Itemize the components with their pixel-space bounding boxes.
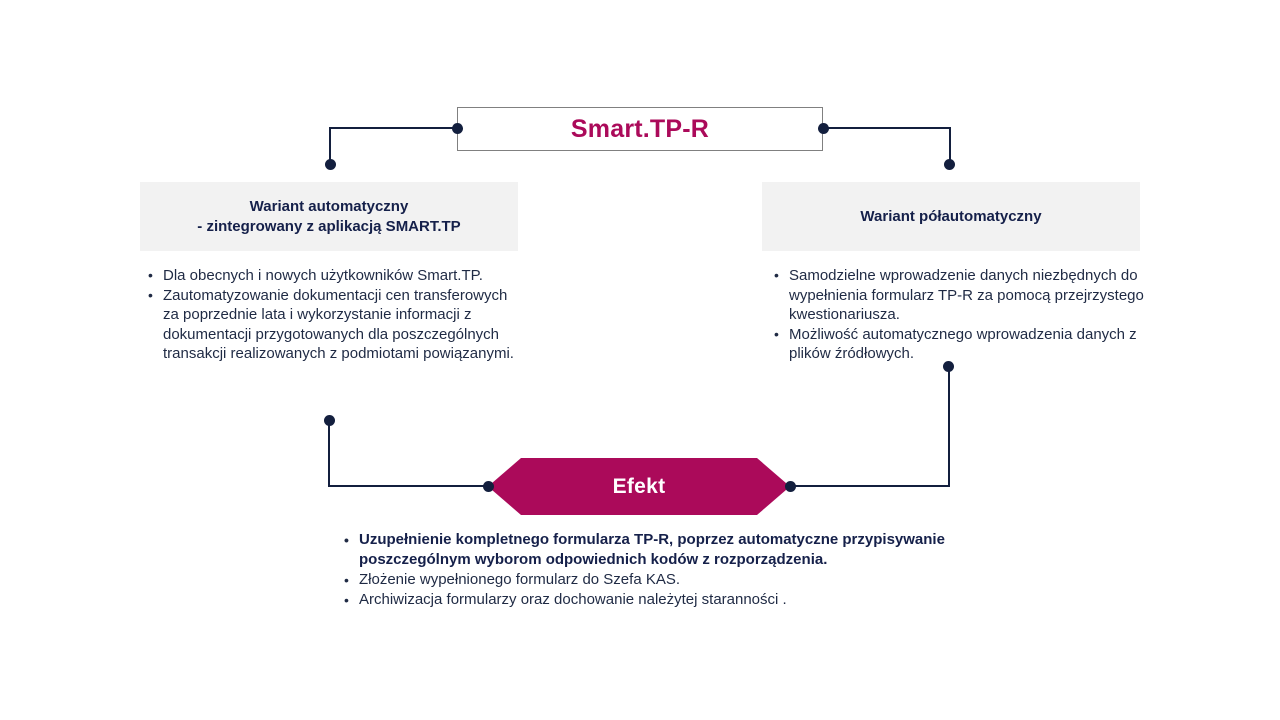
connector-top-right-vertical xyxy=(949,127,951,164)
list-item: Samodzielne wprowadzenie danych niezbędn… xyxy=(772,266,1144,325)
connector-dot xyxy=(324,415,335,426)
connector-top-left-horizontal xyxy=(330,127,458,129)
variant-automatic-bullet-list: Dla obecnych i nowych użytkowników Smart… xyxy=(146,266,518,364)
effect-label: Efekt xyxy=(612,474,666,498)
connector-top-right-horizontal xyxy=(823,127,951,129)
connector-bottom-right-horizontal xyxy=(790,485,950,487)
connector-dot xyxy=(325,159,336,170)
list-item: Zautomatyzowanie dokumentacji cen transf… xyxy=(146,286,518,364)
connector-dot xyxy=(943,361,954,372)
effect-hexagon: Efekt xyxy=(488,458,790,515)
connector-dot xyxy=(944,159,955,170)
connector-dot xyxy=(452,123,463,134)
connector-dot xyxy=(818,123,829,134)
variant-automatic-title-line1: Wariant automatyczny xyxy=(249,197,409,215)
variant-semiautomatic-title: Wariant półautomatyczny xyxy=(860,207,1042,225)
connector-dot xyxy=(483,481,494,492)
variant-semiautomatic-header-box: Wariant półautomatyczny xyxy=(762,182,1140,251)
list-item: Możliwość automatycznego wprowadzenia da… xyxy=(772,325,1144,364)
connector-bottom-left-horizontal xyxy=(329,485,489,487)
connector-bottom-right-vertical xyxy=(948,367,950,487)
list-item: Złożenie wypełnionego formularz do Szefa… xyxy=(342,570,970,590)
list-item: Dla obecnych i nowych użytkowników Smart… xyxy=(146,266,518,286)
variant-automatic-title-line2: - zintegrowany z aplikacją SMART.TP xyxy=(197,217,461,235)
title-box: Smart.TP-R xyxy=(457,107,823,151)
variant-semiautomatic-bullet-list: Samodzielne wprowadzenie danych niezbędn… xyxy=(772,266,1144,364)
effect-bullet-list: Uzupełnienie kompletnego formularza TP-R… xyxy=(342,530,970,610)
variant-automatic-header-box: Wariant automatyczny - zintegrowany z ap… xyxy=(140,182,518,251)
connector-dot xyxy=(785,481,796,492)
page-title: Smart.TP-R xyxy=(570,114,710,143)
list-item: Uzupełnienie kompletnego formularza TP-R… xyxy=(342,530,970,570)
list-item: Archiwizacja formularzy oraz dochowanie … xyxy=(342,590,970,610)
connector-bottom-left-vertical xyxy=(328,420,330,487)
connector-top-left-vertical xyxy=(329,127,331,164)
